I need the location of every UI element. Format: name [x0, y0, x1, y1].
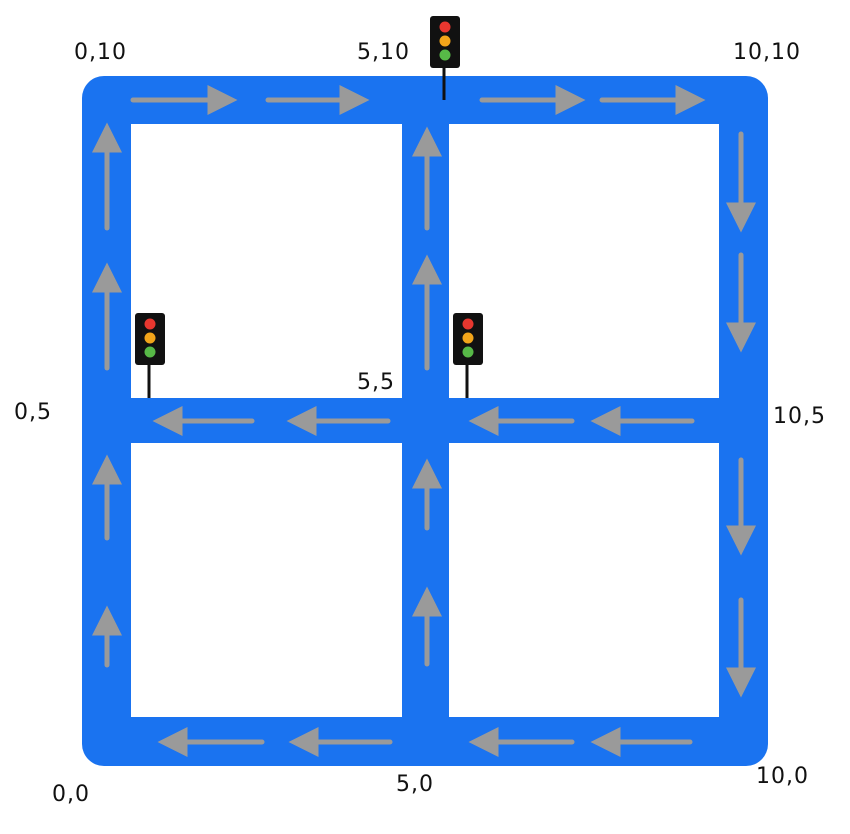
- coord-label-10-0: 10,0: [756, 764, 809, 789]
- coord-label-10-5: 10,5: [773, 404, 826, 429]
- coord-label-0-0: 0,0: [52, 782, 90, 807]
- red-light: [462, 318, 474, 330]
- coord-label-5-0: 5,0: [396, 772, 434, 797]
- coord-label-0-5: 0,5: [14, 400, 52, 425]
- green-light: [462, 346, 474, 358]
- city-block-bottom-left: [131, 443, 402, 717]
- red-light: [439, 21, 451, 33]
- green-light: [144, 346, 156, 358]
- amber-light: [462, 332, 474, 344]
- traffic-light-icon: [453, 313, 483, 365]
- traffic-light-5-5: [453, 313, 483, 398]
- red-light: [144, 318, 156, 330]
- amber-light: [144, 332, 156, 344]
- green-light: [439, 49, 451, 61]
- coord-label-0-10: 0,10: [74, 40, 127, 65]
- city-block-top-left: [131, 124, 402, 398]
- traffic-light-icon: [135, 313, 165, 365]
- city-block-top-right: [449, 124, 719, 398]
- coord-label-5-10: 5,10: [357, 40, 410, 65]
- traffic-light-icon: [430, 16, 460, 68]
- coord-label-5-5: 5,5: [357, 370, 395, 395]
- direction-arrows: [92, 85, 756, 757]
- amber-light: [439, 35, 451, 47]
- city-block-bottom-right: [449, 443, 719, 717]
- traffic-light-0-5: [135, 313, 165, 398]
- traffic-light-5-10: [430, 16, 460, 100]
- coord-label-10-10: 10,10: [733, 40, 801, 65]
